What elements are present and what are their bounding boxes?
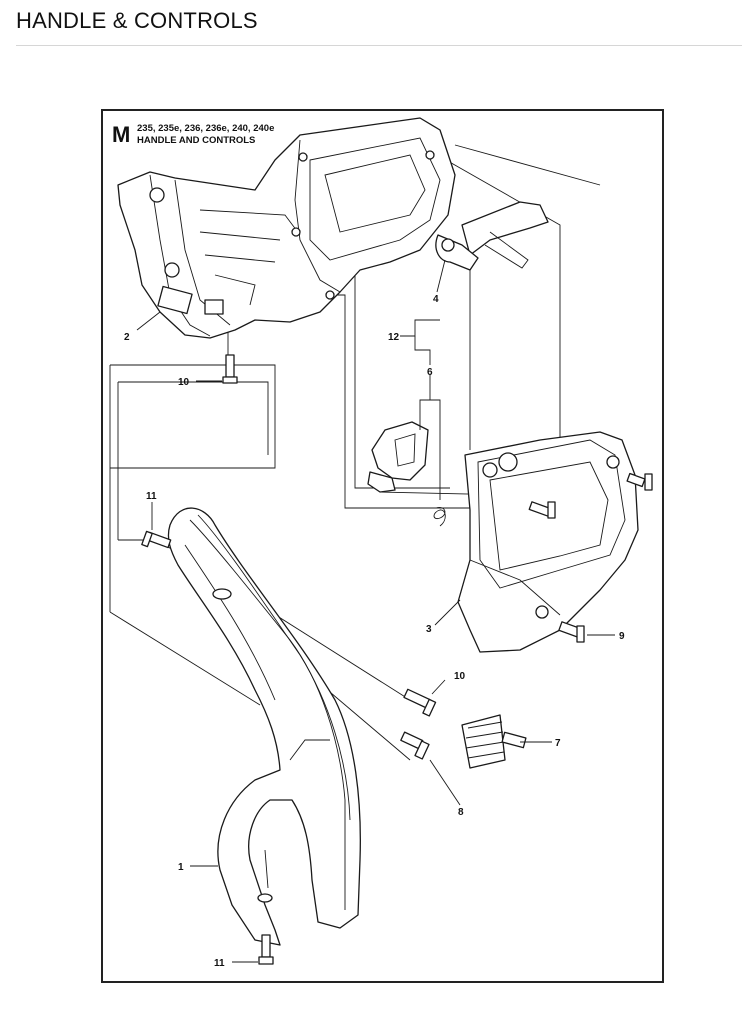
assembly-guides [109, 144, 601, 761]
diagram-subtitle: HANDLE AND CONTROLS [137, 135, 255, 146]
page-title: HANDLE & CONTROLS [16, 8, 258, 33]
callout-11-bottom: 11 [214, 958, 225, 969]
callout-1: 1 [178, 862, 184, 873]
callout-3: 3 [426, 624, 432, 635]
part-3-rear-cover [457, 431, 639, 653]
part-11-screw-left [141, 530, 172, 549]
callout-7: 7 [555, 738, 561, 749]
part-6-throttle-lockout [367, 421, 446, 527]
part-9-bolt [558, 621, 585, 643]
callout-8: 8 [458, 807, 464, 818]
callout-9: 9 [619, 631, 625, 642]
callout-6: 6 [427, 367, 433, 378]
callout-12: 12 [388, 332, 400, 343]
callout-11-left: 11 [146, 491, 157, 502]
part-10-screw-middle [403, 688, 437, 717]
part-8-bolt [400, 731, 430, 760]
callout-2: 2 [124, 332, 130, 343]
part-4-throttle-lever [435, 201, 549, 271]
section-letter: M [112, 122, 130, 147]
part-2-handle-housing [117, 117, 456, 339]
model-list: 235, 235e, 236, 236e, 240, 240e [137, 123, 274, 134]
part-7-vibration-spring [461, 714, 527, 769]
cover-bolt-a [528, 501, 556, 519]
callout-10-middle: 10 [454, 671, 466, 682]
title-divider [16, 45, 742, 46]
part-11-screw-bottom [258, 934, 274, 965]
callout-10-upper: 10 [178, 377, 190, 388]
cover-bolt-b [626, 472, 653, 491]
part-1-front-handle [167, 507, 361, 946]
part-10-screw-upper [222, 354, 238, 384]
callout-4: 4 [433, 294, 439, 305]
callout-leaders [136, 259, 615, 963]
